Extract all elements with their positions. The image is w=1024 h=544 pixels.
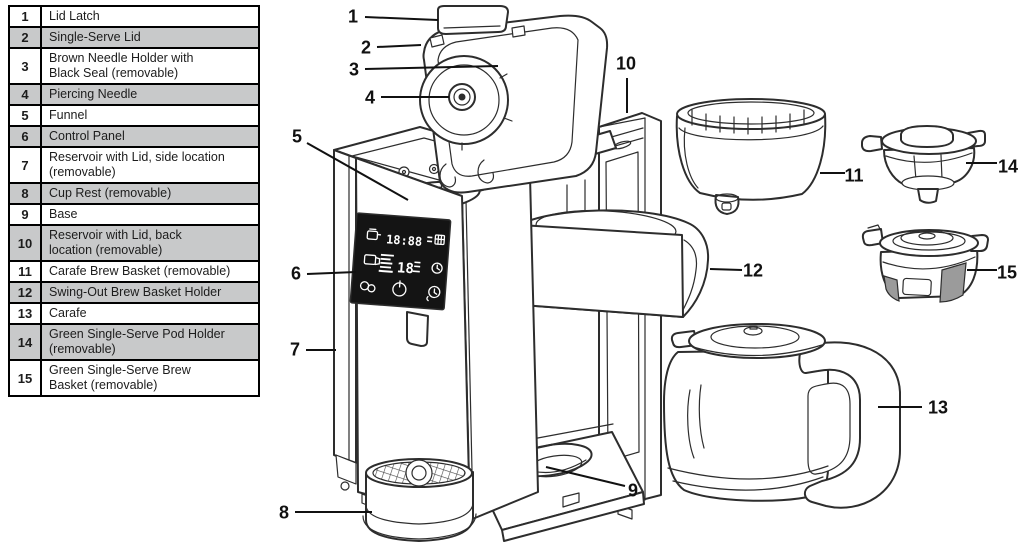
cup-rest-illustration (362, 458, 477, 542)
callout-number-15: 15 (997, 263, 1017, 283)
callout-line-12 (709, 268, 743, 271)
callout-number-10: 10 (616, 54, 636, 74)
panel-size-display: 18 (396, 260, 414, 277)
pod-holder-illustration (861, 125, 986, 204)
part-number-cell: 4 (8, 83, 42, 106)
part-label-cell: Cup Rest (removable) (40, 182, 260, 205)
auto-clock-icon (426, 285, 441, 302)
callout-number-14: 14 (998, 157, 1018, 177)
callout-number-9: 9 (628, 481, 638, 501)
part-label-cell: Reservoir with Lid, back location (remov… (40, 224, 260, 262)
callout-number-4: 4 (365, 88, 375, 108)
carafe-brew-basket-illustration (675, 98, 827, 215)
callout-number-12: 12 (743, 261, 763, 281)
part-number-cell: 7 (8, 146, 42, 184)
part-number-cell: 15 (8, 359, 42, 397)
part-label-cell: Carafe Brew Basket (removable) (40, 260, 260, 283)
part-label-cell: Carafe (40, 302, 260, 325)
part-number-cell: 5 (8, 104, 42, 127)
part-number-cell: 6 (8, 125, 42, 148)
control-panel-illustration: 18:88 18 (349, 212, 452, 311)
delay-brew-clock-icon (431, 262, 443, 274)
callout-line-1 (364, 16, 439, 21)
part-number-cell: 3 (8, 47, 42, 85)
carafe-size-icon (363, 254, 381, 266)
clean-beans-icon (359, 281, 376, 293)
swing-out-holder-illustration (519, 209, 710, 318)
panel-time-display: 18:88 (386, 232, 423, 249)
part-label-cell: Funnel (40, 104, 260, 127)
part-number-cell: 14 (8, 323, 42, 361)
part-number-cell: 10 (8, 224, 42, 262)
part-label-cell: Brown Needle Holder with Black Seal (rem… (40, 47, 260, 85)
part-number-cell: 9 (8, 203, 42, 226)
callout-number-2: 2 (361, 38, 371, 58)
part-label-cell: Lid Latch (40, 5, 260, 28)
callout-line-2 (376, 44, 422, 48)
single-serve-size-icon (366, 228, 382, 241)
part-number-cell: 12 (8, 281, 42, 304)
callout-line-9 (545, 466, 626, 487)
single-serve-brew-basket-illustration (861, 224, 989, 303)
part-number-cell: 13 (8, 302, 42, 325)
callout-number-13: 13 (928, 398, 948, 418)
part-label-cell: Green Single-Serve Brew Basket (removabl… (40, 359, 260, 397)
part-number-cell: 11 (8, 260, 42, 283)
callout-line-6 (306, 271, 357, 275)
callout-number-7: 7 (290, 340, 300, 360)
part-label-cell: Single-Serve Lid (40, 26, 260, 49)
callout-number-5: 5 (292, 127, 302, 147)
part-label-cell: Control Panel (40, 125, 260, 148)
part-number-cell: 2 (8, 26, 42, 49)
part-number-cell: 8 (8, 182, 42, 205)
callout-line-5 (306, 142, 409, 201)
part-label-cell: Green Single-Serve Pod Holder (removable… (40, 323, 260, 361)
single-serve-lid-illustration (419, 5, 609, 194)
callout-number-11: 11 (844, 166, 863, 186)
part-label-cell: Reservoir with Lid, side location (remov… (40, 146, 260, 184)
part-label-cell: Base (40, 203, 260, 226)
callout-number-3: 3 (349, 60, 359, 80)
power-button-icon (392, 280, 407, 297)
callout-number-1: 1 (348, 7, 358, 27)
callout-line-3 (364, 65, 499, 70)
carafe-illustration (663, 323, 901, 509)
part-label-cell: Piercing Needle (40, 83, 260, 106)
part-label-cell: Swing-Out Brew Basket Holder (40, 281, 260, 304)
callout-number-6: 6 (291, 264, 301, 284)
part-number-cell: 1 (8, 5, 42, 28)
callout-number-8: 8 (279, 503, 289, 523)
cup-grid-icon (434, 234, 446, 246)
